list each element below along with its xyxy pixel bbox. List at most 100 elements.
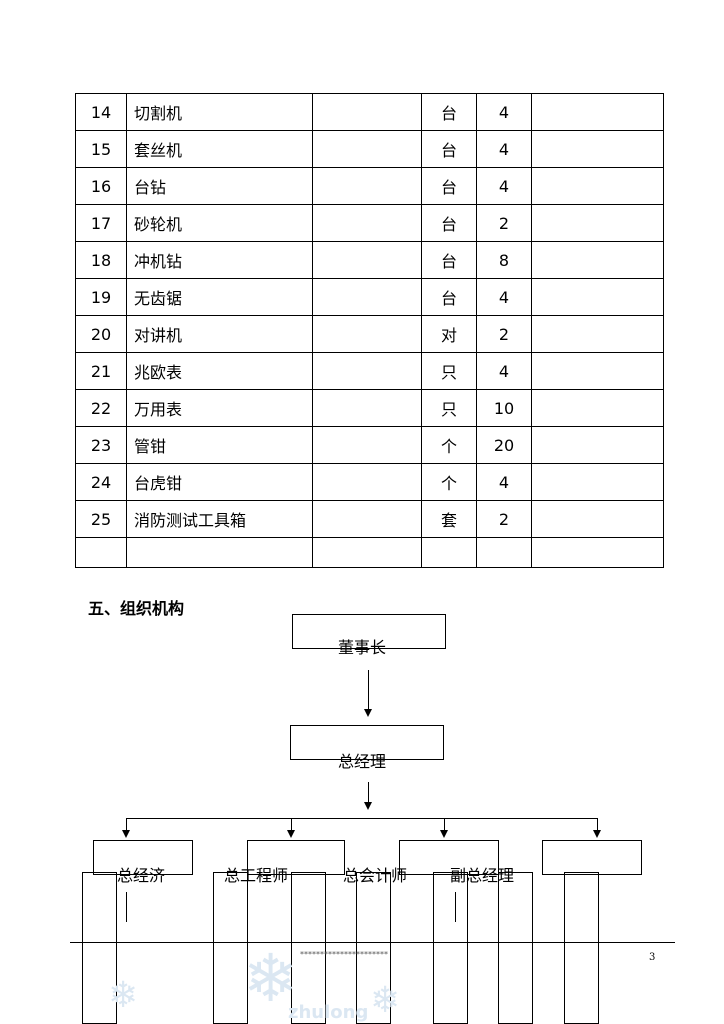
equipment-name: 无齿锯 xyxy=(126,278,313,316)
note-cell xyxy=(531,500,664,538)
quantity-cell: 10 xyxy=(476,389,532,427)
note-cell xyxy=(531,204,664,242)
spec-cell xyxy=(312,93,422,131)
connector-line xyxy=(598,892,599,922)
unit-cell: 个 xyxy=(421,426,477,464)
unit-cell: 对 xyxy=(421,315,477,353)
quantity-cell: 2 xyxy=(476,204,532,242)
connector-line xyxy=(444,818,445,832)
arrow-down-icon xyxy=(593,830,601,838)
note-cell xyxy=(531,352,664,390)
department-box xyxy=(93,840,193,875)
equipment-name: 对讲机 xyxy=(126,315,313,353)
equipment-name: 砂轮机 xyxy=(126,204,313,242)
chairman-label: 董事长 xyxy=(338,638,387,657)
chairman-box xyxy=(292,614,446,649)
equipment-name: 台虎钳 xyxy=(126,463,313,501)
spec-cell xyxy=(312,352,422,390)
department-box xyxy=(399,840,499,875)
note-cell xyxy=(531,389,664,427)
note-cell xyxy=(531,278,664,316)
sub-box xyxy=(433,872,468,1024)
general-manager-label: 总经理 xyxy=(338,752,387,771)
equipment-name: 万用表 xyxy=(126,389,313,427)
empty-cell xyxy=(421,537,477,568)
empty-cell xyxy=(531,537,664,568)
watermark-flower-icon: ❄ xyxy=(243,940,299,1017)
unit-cell: 只 xyxy=(421,352,477,390)
equipment-name: 冲机钻 xyxy=(126,241,313,279)
empty-cell xyxy=(75,537,127,568)
connector-line xyxy=(597,818,598,832)
row-number: 23 xyxy=(75,426,127,464)
quantity-cell: 4 xyxy=(476,463,532,501)
quantity-cell: 2 xyxy=(476,315,532,353)
row-number: 15 xyxy=(75,130,127,168)
note-cell xyxy=(531,167,664,205)
row-number: 16 xyxy=(75,167,127,205)
unit-cell: 台 xyxy=(421,93,477,131)
page-number: 3 xyxy=(649,952,656,963)
spec-cell xyxy=(312,278,422,316)
general-manager-box xyxy=(290,725,444,760)
unit-cell: 个 xyxy=(421,463,477,501)
table-row-empty xyxy=(75,537,664,568)
department-label: 副总经理 xyxy=(450,866,515,885)
watermark-flower-icon: ❄ xyxy=(108,975,139,1016)
watermark-flower-icon: ❄ xyxy=(370,980,401,1021)
quantity-cell: 8 xyxy=(476,241,532,279)
empty-cell xyxy=(312,537,422,568)
unit-cell: 台 xyxy=(421,204,477,242)
connector-line xyxy=(126,892,127,922)
quantity-cell: 4 xyxy=(476,278,532,316)
quantity-cell: 2 xyxy=(476,500,532,538)
row-number: 25 xyxy=(75,500,127,538)
empty-cell xyxy=(126,537,313,568)
note-cell xyxy=(531,315,664,353)
quantity-cell: 4 xyxy=(476,167,532,205)
equipment-name: 台钻 xyxy=(126,167,313,205)
row-number: 14 xyxy=(75,93,127,131)
department-label: 总经济 xyxy=(117,866,166,885)
equipment-name: 管钳 xyxy=(126,426,313,464)
unit-cell: 台 xyxy=(421,167,477,205)
spec-cell xyxy=(312,389,422,427)
note-cell xyxy=(531,93,664,131)
note-cell xyxy=(531,241,664,279)
equipment-name: 消防测试工具箱 xyxy=(126,500,313,538)
note-cell xyxy=(531,463,664,501)
quantity-cell: 20 xyxy=(476,426,532,464)
spec-cell xyxy=(312,500,422,538)
quantity-cell: 4 xyxy=(476,352,532,390)
department-label: 总工程师 xyxy=(224,866,289,885)
connector-line xyxy=(126,818,127,832)
row-number: 19 xyxy=(75,278,127,316)
row-number: 22 xyxy=(75,389,127,427)
unit-cell: 台 xyxy=(421,241,477,279)
equipment-name: 兆欧表 xyxy=(126,352,313,390)
spec-cell xyxy=(312,463,422,501)
department-box xyxy=(247,840,345,875)
unit-cell: 套 xyxy=(421,500,477,538)
connector-line xyxy=(368,782,369,806)
footer-rule xyxy=(70,942,675,943)
empty-cell xyxy=(476,537,532,568)
connector-line xyxy=(455,892,456,922)
row-number: 21 xyxy=(75,352,127,390)
arrow-down-icon xyxy=(440,830,448,838)
spec-cell xyxy=(312,204,422,242)
department-box xyxy=(542,840,642,875)
quantity-cell: 4 xyxy=(476,130,532,168)
row-number: 18 xyxy=(75,241,127,279)
note-cell xyxy=(531,130,664,168)
